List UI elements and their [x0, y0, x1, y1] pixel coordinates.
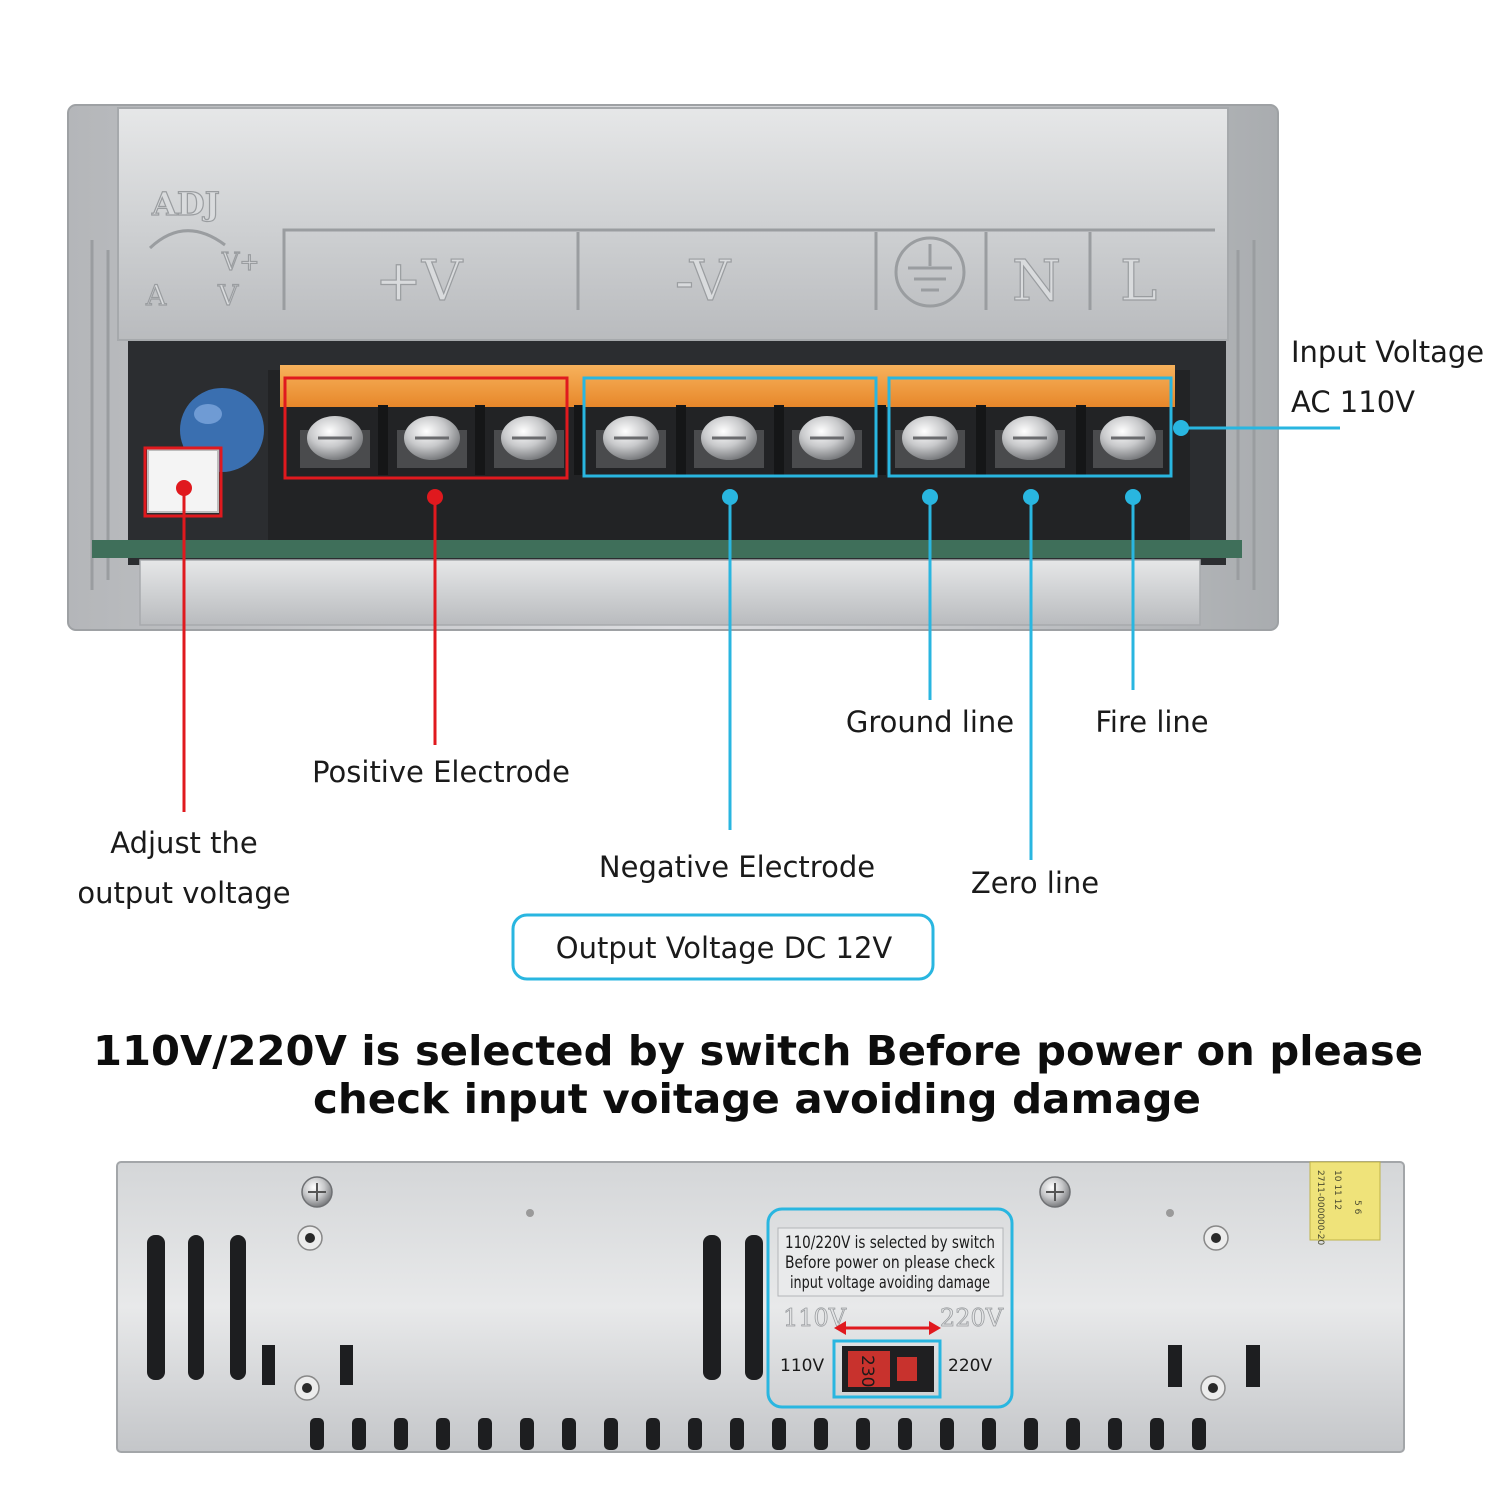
- callout-lines: [176, 420, 1340, 860]
- voltage-switch-area: 110/220V is selected by switch Before po…: [766, 1207, 1014, 1409]
- switch-area-box: [766, 1207, 1014, 1409]
- terminal-screw[interactable]: [300, 416, 370, 468]
- switch-slider-tab: [897, 1357, 917, 1381]
- terminal-screw[interactable]: [694, 416, 764, 468]
- sticker-row2: 10 11 12: [1332, 1170, 1342, 1210]
- pin-hole: [526, 1209, 534, 1217]
- left-vents: [147, 1235, 353, 1385]
- input-voltage-value: AC 110V: [1291, 385, 1415, 419]
- capacitor-highlight: [194, 404, 222, 424]
- switch-value: 230: [857, 1355, 877, 1387]
- engraved-markings: ADJ A V+ V +V -V N L: [144, 184, 1215, 315]
- switch-highlight-box: [832, 1339, 942, 1399]
- terminal-unit: ADJ A V+ V +V -V N L: [67, 104, 1279, 631]
- sticker-row1: 5 6: [1352, 1200, 1362, 1215]
- plus-v-engraving: +V: [375, 249, 464, 314]
- zero-line-label: Zero line: [971, 866, 1099, 900]
- bottom-slot-row: [310, 1418, 1206, 1450]
- middle-vents: [703, 1235, 763, 1380]
- case-lower-lip: [139, 559, 1201, 626]
- terminal-block: [268, 365, 1190, 540]
- pcb-board: [92, 540, 1242, 558]
- top-cover-plate: [117, 107, 1229, 341]
- minus-v-engraving: -V: [675, 249, 732, 314]
- positive-electrode-label: Positive Electrode: [312, 755, 570, 789]
- ground-line-label: Ground line: [846, 705, 1014, 739]
- right-vents: [1168, 1345, 1260, 1387]
- mounting-hole-center: [305, 1233, 315, 1243]
- negative-terminals-box: [582, 376, 878, 478]
- adjust-label-line2: output voltage: [77, 876, 290, 910]
- terminal-screw[interactable]: [397, 416, 467, 468]
- terminal-screw[interactable]: [1093, 416, 1163, 468]
- arrow-right-head-icon: [929, 1321, 941, 1335]
- plate-line3: input voltage avoiding damage: [790, 1273, 990, 1293]
- terminal-screw[interactable]: [596, 416, 666, 468]
- terminal-screws: [300, 416, 1163, 468]
- warning-text: 110V/220V is selected by switch Before p…: [93, 1027, 1423, 1123]
- arrow-left-head-icon: [834, 1321, 846, 1335]
- output-voltage-box: [511, 913, 935, 981]
- input-voltage-label: Input Voltage: [1291, 335, 1484, 369]
- terminal-screw[interactable]: [494, 416, 564, 468]
- screw-icon: [301, 1176, 333, 1208]
- ground-symbol-icon: [894, 236, 966, 308]
- mounting-hole-center: [1211, 1233, 1221, 1243]
- adj-v-engraving: V: [217, 279, 239, 312]
- plate-line2: Before power on please check: [785, 1253, 995, 1273]
- switch-info-plate: [777, 1227, 1004, 1297]
- terminal-screw[interactable]: [895, 416, 965, 468]
- plate-line1: 110/220V is selected by switch: [785, 1233, 995, 1253]
- terminal-screw[interactable]: [995, 416, 1065, 468]
- mounting-hole-center: [1208, 1383, 1218, 1393]
- screw-icon: [1039, 1176, 1071, 1208]
- warning-line2: check input voitage avoiding damage: [313, 1075, 1201, 1123]
- orange-cover-bar: [280, 365, 1175, 407]
- yellow-sticker: 5 6 10 11 12 2711-000000-20: [1309, 1161, 1381, 1245]
- output-voltage-label: Output Voltage DC 12V: [556, 931, 893, 965]
- adj-vplus-engraving: V+: [221, 248, 259, 276]
- input-terminals-box: [887, 376, 1173, 478]
- positive-terminals-box: [283, 376, 569, 480]
- switch-right-label: 220V: [948, 1356, 992, 1376]
- bottom-unit: 5 6 10 11 12 2711-000000-20 110/220V is …: [116, 1161, 1405, 1453]
- terminal-separators: [378, 405, 1086, 475]
- terminal-screw[interactable]: [792, 416, 862, 468]
- callout-labels: Input Voltage AC 110V Ground line Fire l…: [77, 335, 1484, 981]
- n-engraving: N: [1012, 249, 1061, 314]
- mounting-hole-center: [302, 1383, 312, 1393]
- adj-arrow: [148, 229, 226, 250]
- sticker-code: 2711-000000-20: [1315, 1170, 1325, 1245]
- case-ribs: [90, 240, 1256, 590]
- negative-electrode-label: Negative Electrode: [599, 850, 875, 884]
- panel-divider: [282, 228, 1215, 310]
- switch-left-label: 110V: [780, 1356, 824, 1376]
- mounting-screws: [294, 1176, 1229, 1401]
- l-engraving: L: [1120, 249, 1157, 314]
- pin-hole: [1166, 1209, 1174, 1217]
- fire-line-label: Fire line: [1095, 705, 1208, 739]
- adj-engraving: ADJ: [151, 185, 220, 223]
- adjust-label-line1: Adjust the: [110, 826, 257, 860]
- plate-220-label: 220V: [940, 1304, 1004, 1332]
- warning-line1: 110V/220V is selected by switch Before p…: [93, 1027, 1423, 1075]
- adj-a-engraving: A: [145, 279, 167, 312]
- switch-slider[interactable]: [848, 1351, 890, 1387]
